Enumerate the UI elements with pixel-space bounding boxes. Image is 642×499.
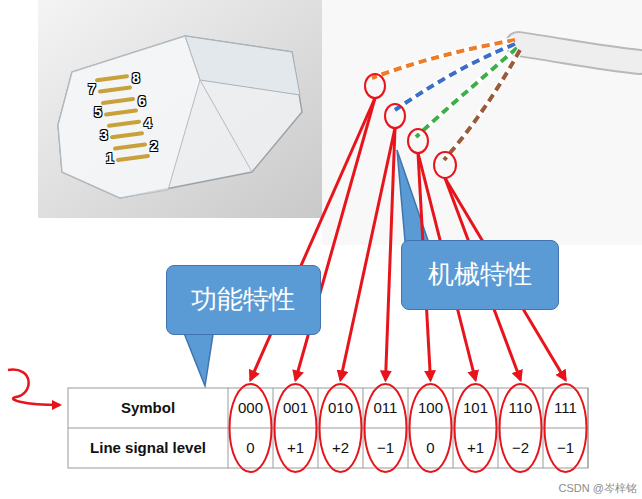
pin-number: 8 [132, 70, 140, 87]
rj45-front [58, 36, 200, 198]
column-highlight [365, 384, 407, 472]
connector-photo [38, 0, 322, 218]
column-highlights [230, 384, 587, 472]
red-arrow [296, 98, 376, 380]
rj45-latch [185, 36, 300, 95]
callout-text: 机械特性 [428, 259, 532, 290]
highlight-circle [408, 129, 428, 153]
gold-pin [118, 156, 148, 160]
pin-number: 6 [138, 93, 146, 110]
table-cell: 0 [426, 439, 434, 457]
highlight-circle [365, 74, 385, 98]
column-highlight [275, 384, 317, 472]
red-arrows [251, 98, 566, 380]
pin-number: 5 [94, 104, 102, 121]
table-cell: 111 [554, 399, 577, 417]
watermark: CSDN @岑梓铭 [559, 482, 637, 495]
gold-pin [106, 110, 136, 114]
wire-white [372, 40, 515, 78]
table-grid [68, 388, 588, 468]
cable-jacket [518, 44, 640, 62]
pin-number: 4 [144, 115, 152, 132]
rj45-edge [200, 80, 252, 172]
callout-text: 功能特性 [191, 284, 295, 315]
red-arrow [341, 128, 396, 380]
gold-pin [109, 122, 139, 126]
pin-number: 3 [100, 127, 108, 144]
table-header: Symbol [121, 399, 175, 417]
rj45-body [58, 36, 302, 198]
gold-pin [97, 76, 127, 80]
wire-white [444, 50, 520, 160]
wire-white [416, 48, 517, 137]
column-highlight [320, 384, 362, 472]
table-cell: −1 [557, 439, 574, 457]
gold-pin [100, 88, 130, 92]
table-cell: 110 [509, 399, 533, 417]
table-cell: 000 [238, 399, 263, 417]
column-highlight [500, 384, 542, 472]
gold-pins [97, 76, 148, 160]
gold-pin [115, 145, 145, 149]
table-cell: 011 [374, 399, 398, 417]
table-cell: +1 [467, 439, 484, 457]
pointer-arrow [8, 370, 60, 405]
table-cell: −1 [377, 439, 394, 457]
column-highlight [410, 384, 452, 472]
table-cell: +2 [332, 439, 349, 457]
table-cell: 001 [283, 399, 308, 417]
callout-tail [182, 328, 214, 386]
wire-green [416, 48, 517, 137]
column-highlight [230, 384, 272, 472]
red-arrow [251, 98, 376, 380]
table-header: Line signal level [90, 439, 206, 457]
table-cell: +1 [287, 439, 304, 457]
pin-number: 7 [88, 81, 96, 98]
callout-bubble: 机械特性 [401, 240, 559, 310]
pin-number: 1 [106, 150, 114, 167]
table-cell: −2 [512, 439, 529, 457]
column-highlight [455, 384, 497, 472]
callout-tail [397, 150, 432, 252]
table-cell: 0 [246, 439, 254, 457]
cable-photo [322, 0, 642, 245]
highlight-circle [434, 152, 456, 178]
callout-bubble: 功能特性 [166, 265, 321, 335]
table-cell: 101 [463, 399, 488, 417]
table-cell: 100 [418, 399, 443, 417]
wire-orange [372, 40, 515, 78]
gold-pin [112, 133, 142, 137]
gold-pin [103, 99, 133, 103]
table-cell: 010 [328, 399, 353, 417]
cable-jacket [518, 44, 640, 62]
highlight-circle [385, 104, 405, 128]
wire-brown [444, 50, 520, 160]
red-arrow [386, 128, 396, 380]
column-highlight [545, 384, 587, 472]
pin-number: 2 [150, 138, 158, 155]
